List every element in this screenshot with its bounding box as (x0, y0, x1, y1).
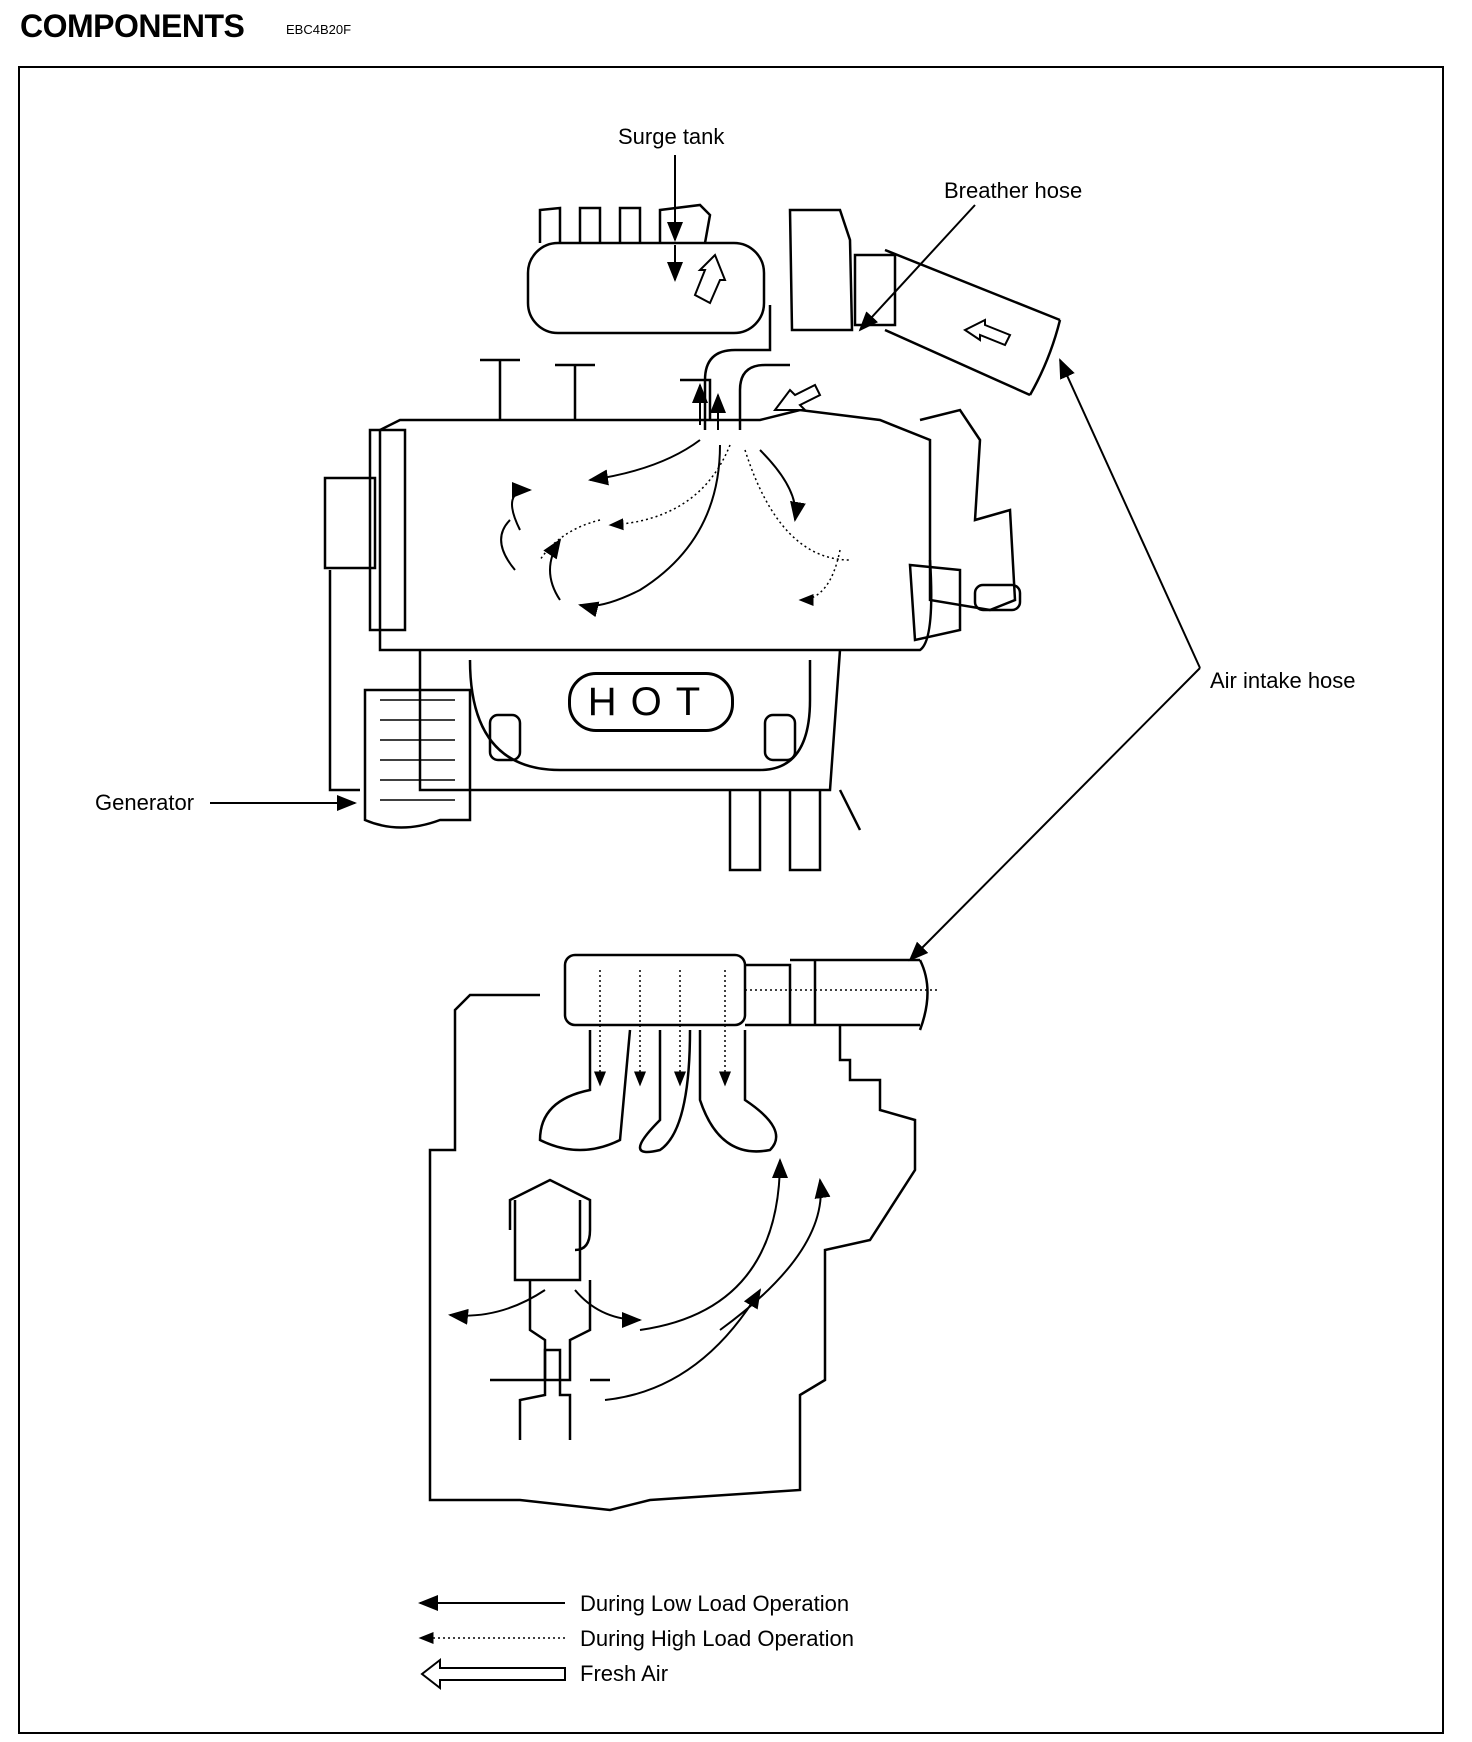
engine-top-view (323, 203, 1062, 872)
diagram-frame (18, 66, 1444, 1734)
air-intake-hose-label: Air intake hose (1210, 668, 1356, 693)
throttle-body-shape (788, 208, 854, 332)
hot-stamp: HOT (568, 672, 734, 732)
legend-fresh-air-label: Fresh Air (580, 1661, 669, 1686)
generator-shape (363, 688, 472, 829)
surge-tank-shape (526, 241, 766, 335)
valve-cover-shape (378, 408, 933, 652)
breather-hose-shape (703, 305, 790, 430)
fresh-air-arrows-top (693, 253, 1012, 411)
block-outline (428, 993, 917, 1512)
section-code: EBC4B20F (286, 22, 352, 37)
surge-tank-section (563, 953, 747, 1027)
flow-arrows-top-high (539, 444, 851, 606)
air-intake-hose-lower (745, 958, 929, 1031)
flow-arrows-lower (448, 1158, 831, 1401)
callout-leaders (210, 155, 1201, 962)
engine-cross-section (428, 953, 929, 1512)
surge-tank-label: Surge tank (618, 124, 725, 149)
breather-hose-label: Breather hose (944, 178, 1083, 203)
air-intake-hose-upper (884, 248, 1062, 397)
legend-high-load-label: During High Load Operation (580, 1626, 854, 1651)
generator-label: Generator (95, 790, 195, 815)
flow-arrows-lower-high (594, 970, 940, 1087)
page-title: COMPONENTS (20, 8, 245, 44)
left-bracket (323, 476, 377, 570)
flow-arrows-top (500, 245, 806, 618)
legend-low-load-label: During Low Load Operation (580, 1591, 850, 1616)
legend-symbols (418, 1595, 566, 1691)
legend-fresh-air-arrow (420, 1657, 566, 1691)
